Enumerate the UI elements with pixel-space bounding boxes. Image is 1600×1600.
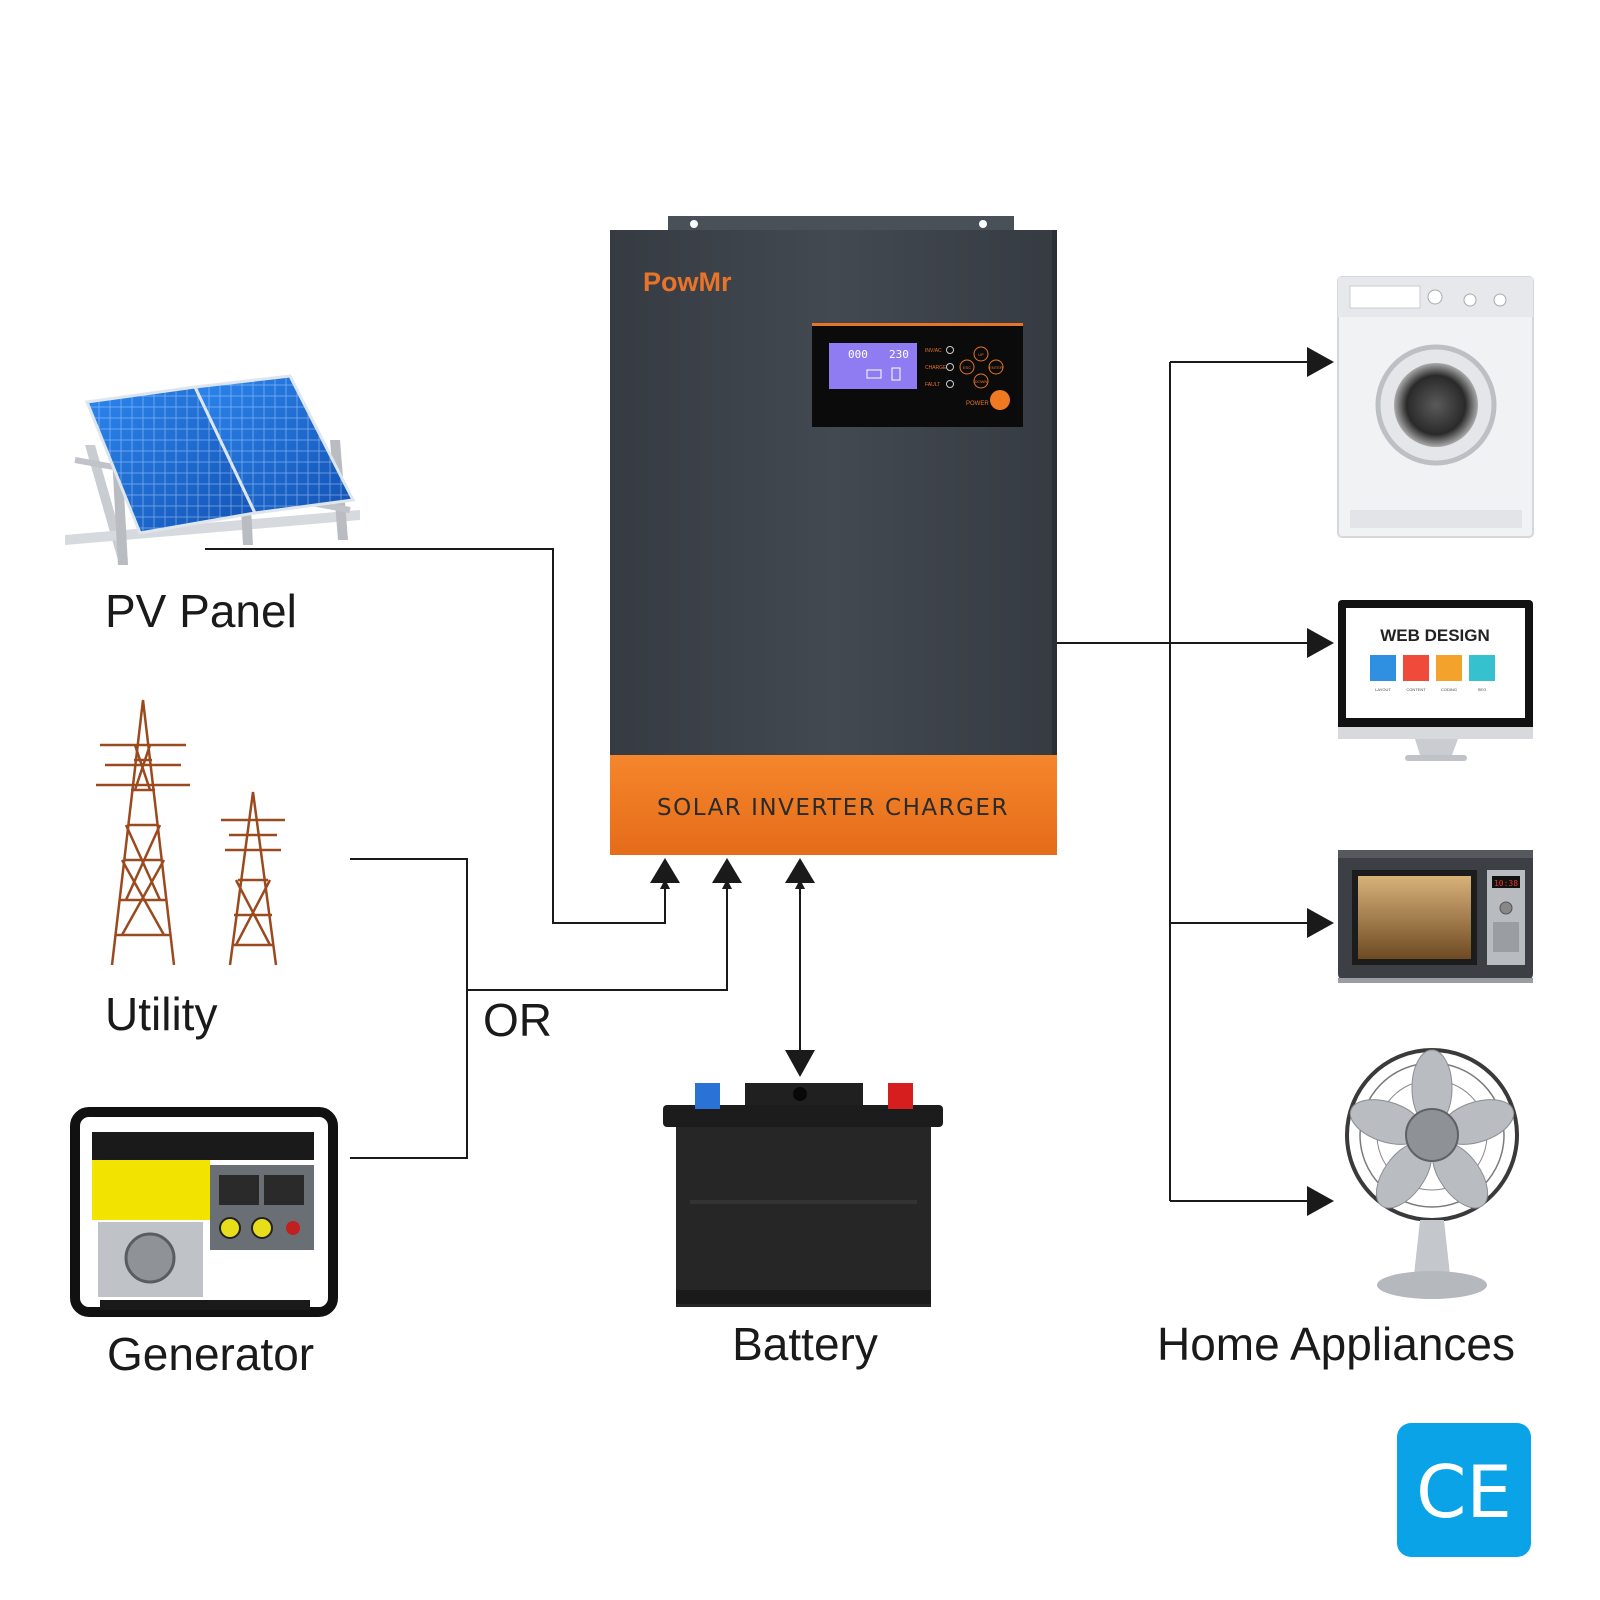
generator-illustration — [70, 1107, 338, 1317]
monitor-heading: WEB DESIGN — [1380, 626, 1490, 645]
down-button[interactable]: DOWN — [973, 373, 989, 389]
inverter-brand: PowMr — [643, 267, 732, 297]
pv-arrow — [650, 858, 680, 883]
fan-hub — [1405, 1108, 1459, 1162]
inverter-body — [610, 230, 1057, 755]
esc-button[interactable]: ESC — [959, 359, 975, 375]
generator-label: Generator — [107, 1328, 314, 1380]
battery-illustration — [663, 1083, 943, 1307]
arrow-heads — [650, 347, 1334, 1216]
battery-negative-terminal — [695, 1083, 720, 1109]
utility-label: Utility — [105, 988, 217, 1040]
inverter-unit: PowMr SOLAR INVERTER CHARGER 000 230 INV… — [610, 216, 1057, 855]
monitor-illustration: WEB DESIGN LAYOUT CONTENT CODING SEO — [1338, 600, 1533, 761]
washer-drum — [1394, 363, 1478, 447]
pv-panel-label: PV Panel — [105, 585, 297, 637]
battery-positive-terminal — [888, 1083, 913, 1109]
svg-text:LAYOUT: LAYOUT — [1375, 687, 1391, 692]
utility-towers-illustration — [96, 699, 285, 966]
lcd-right-reading: 230 — [889, 348, 909, 361]
fan-arrow — [1307, 1186, 1334, 1216]
svg-text:ESC: ESC — [963, 365, 971, 370]
svg-text:CONTENT: CONTENT — [1406, 687, 1426, 692]
svg-text:CODING: CODING — [1441, 687, 1457, 692]
microwave-illustration: 10:38 — [1338, 850, 1533, 983]
up-button[interactable]: UP — [973, 346, 989, 362]
svg-text:SEO: SEO — [1478, 687, 1486, 692]
indicator-led-inv — [946, 346, 954, 354]
inverter-orange-band — [610, 755, 1057, 855]
connections — [205, 357, 1328, 1206]
ce-badge: CE — [1397, 1423, 1531, 1557]
battery-label: Battery — [732, 1318, 878, 1370]
svg-text:UP: UP — [978, 352, 984, 357]
microwave-window — [1358, 876, 1471, 959]
battery-down-arrow — [785, 1050, 815, 1077]
inverter-band-text: SOLAR INVERTER CHARGER — [657, 795, 1009, 821]
tile-content — [1403, 655, 1429, 681]
home-appliances-label: Home Appliances — [1157, 1318, 1515, 1370]
lcd-screen — [829, 343, 917, 389]
battery-up-arrow — [785, 858, 815, 883]
monitor-arrow — [1307, 628, 1334, 658]
grid-arrow — [712, 858, 742, 883]
lcd-left-reading: 000 — [848, 348, 868, 361]
microwave-arrow — [1307, 908, 1334, 938]
power-button[interactable]: POWER — [966, 390, 1010, 410]
washing-machine-illustration — [1337, 276, 1534, 538]
indicator-label-inv: INV/AC — [925, 348, 942, 354]
inverter-mount-bracket — [668, 216, 1014, 232]
enter-button[interactable]: ENTER — [988, 359, 1004, 375]
microwave-clock: 10:38 — [1494, 879, 1518, 888]
or-label: OR — [483, 994, 552, 1046]
indicator-label-fault: FAULT — [925, 382, 940, 388]
tile-layout — [1370, 655, 1396, 681]
fan-illustration — [1345, 1048, 1519, 1299]
indicator-led-fault — [946, 380, 954, 388]
utility-line — [350, 858, 468, 1159]
svg-text:ENTER: ENTER — [989, 365, 1003, 370]
tile-coding — [1436, 655, 1462, 681]
tile-seo — [1469, 655, 1495, 681]
solar-module-right — [192, 374, 356, 515]
solar-module-left — [84, 385, 258, 535]
washer-arrow — [1307, 347, 1334, 377]
svg-text:POWER: POWER — [966, 401, 989, 407]
grid-line — [467, 879, 732, 991]
pv-line — [205, 548, 670, 924]
pv-panel-illustration — [65, 374, 360, 565]
indicator-label-charge: CHARGE — [925, 365, 947, 371]
indicator-led-charge — [946, 363, 954, 371]
svg-text:DOWN: DOWN — [975, 379, 988, 384]
generator-fuel-tank — [92, 1160, 210, 1220]
ce-badge-text: CE — [1416, 1450, 1512, 1534]
